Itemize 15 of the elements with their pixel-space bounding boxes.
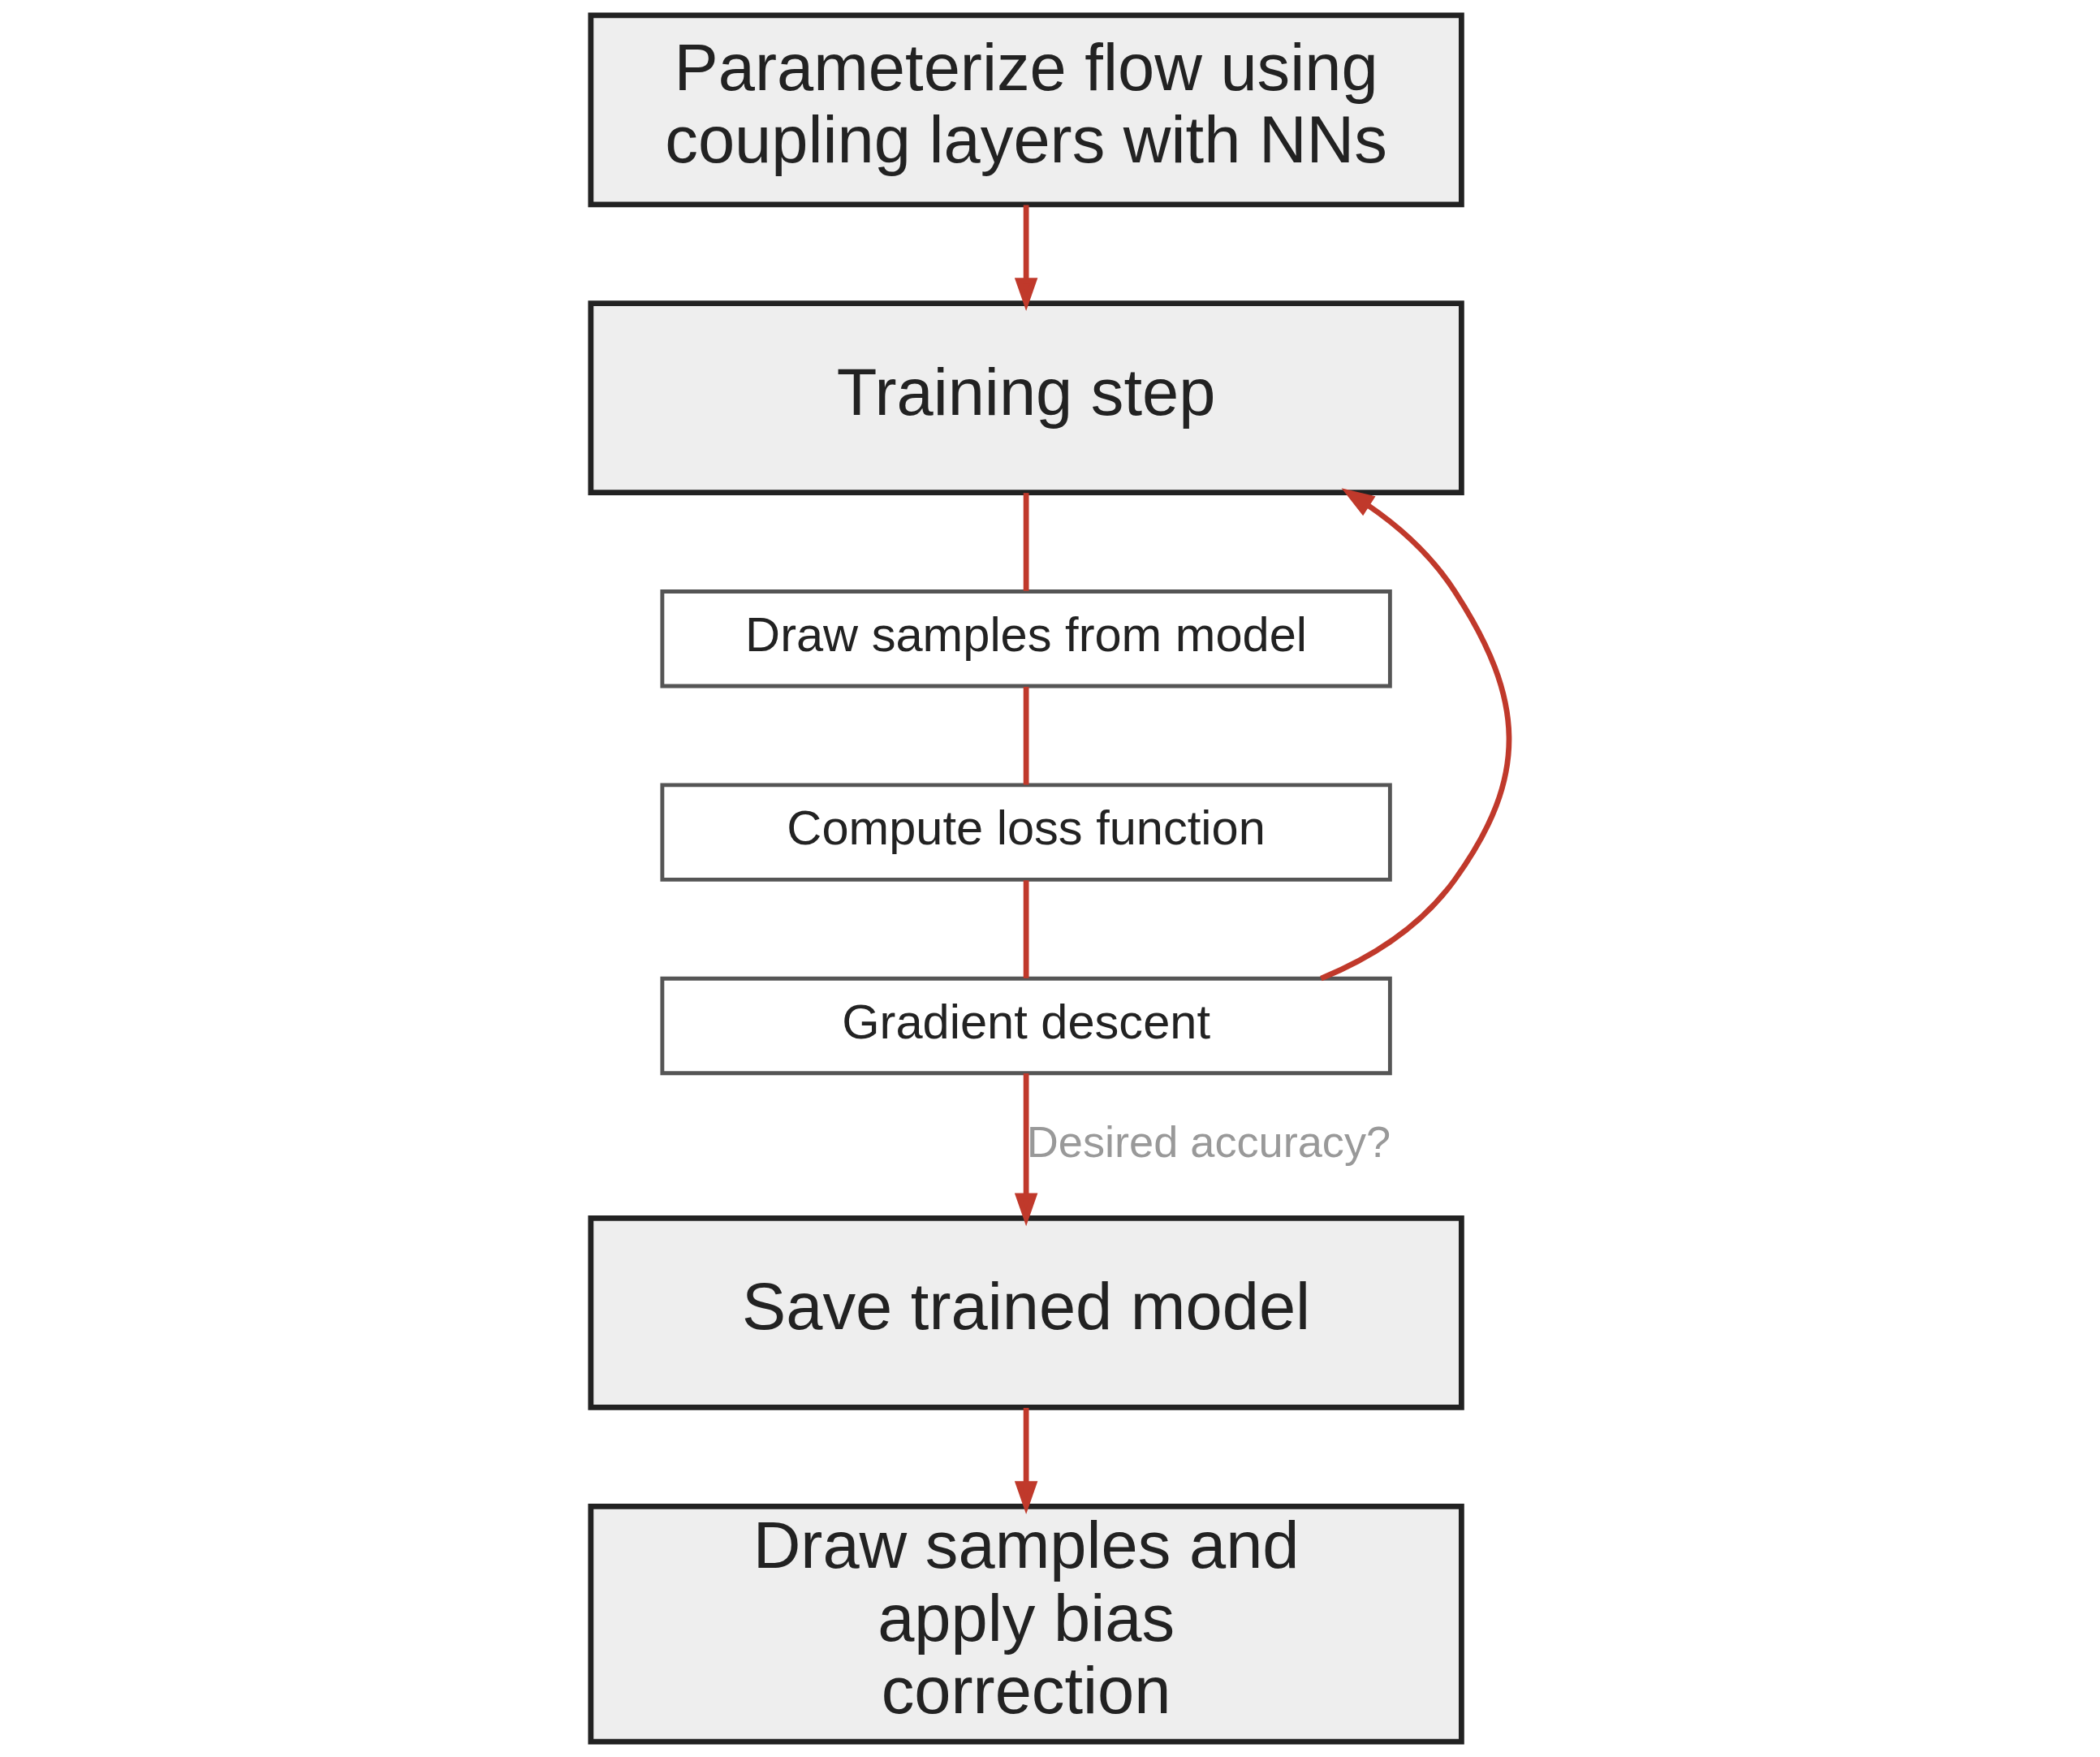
arrow (1320, 488, 1512, 982)
node-box: Parameterize flow using coupling layers with NNs (588, 12, 1464, 208)
arrow (1014, 1408, 1038, 1514)
edge-label: Desired accuracy? (1026, 1116, 1391, 1166)
node-box: Compute loss function (660, 783, 1392, 882)
node-box: Training step (588, 300, 1464, 496)
connector (1023, 493, 1029, 591)
node-box: Draw samples and apply bias correction (588, 1503, 1464, 1745)
connector (1023, 686, 1029, 785)
arrow (1014, 205, 1038, 312)
arrow (1014, 1073, 1038, 1227)
node-box: Save trained model (588, 1215, 1464, 1410)
node-box: Gradient descent (660, 976, 1392, 1076)
node-box: Draw samples from model (660, 589, 1392, 689)
connector (1023, 880, 1029, 978)
